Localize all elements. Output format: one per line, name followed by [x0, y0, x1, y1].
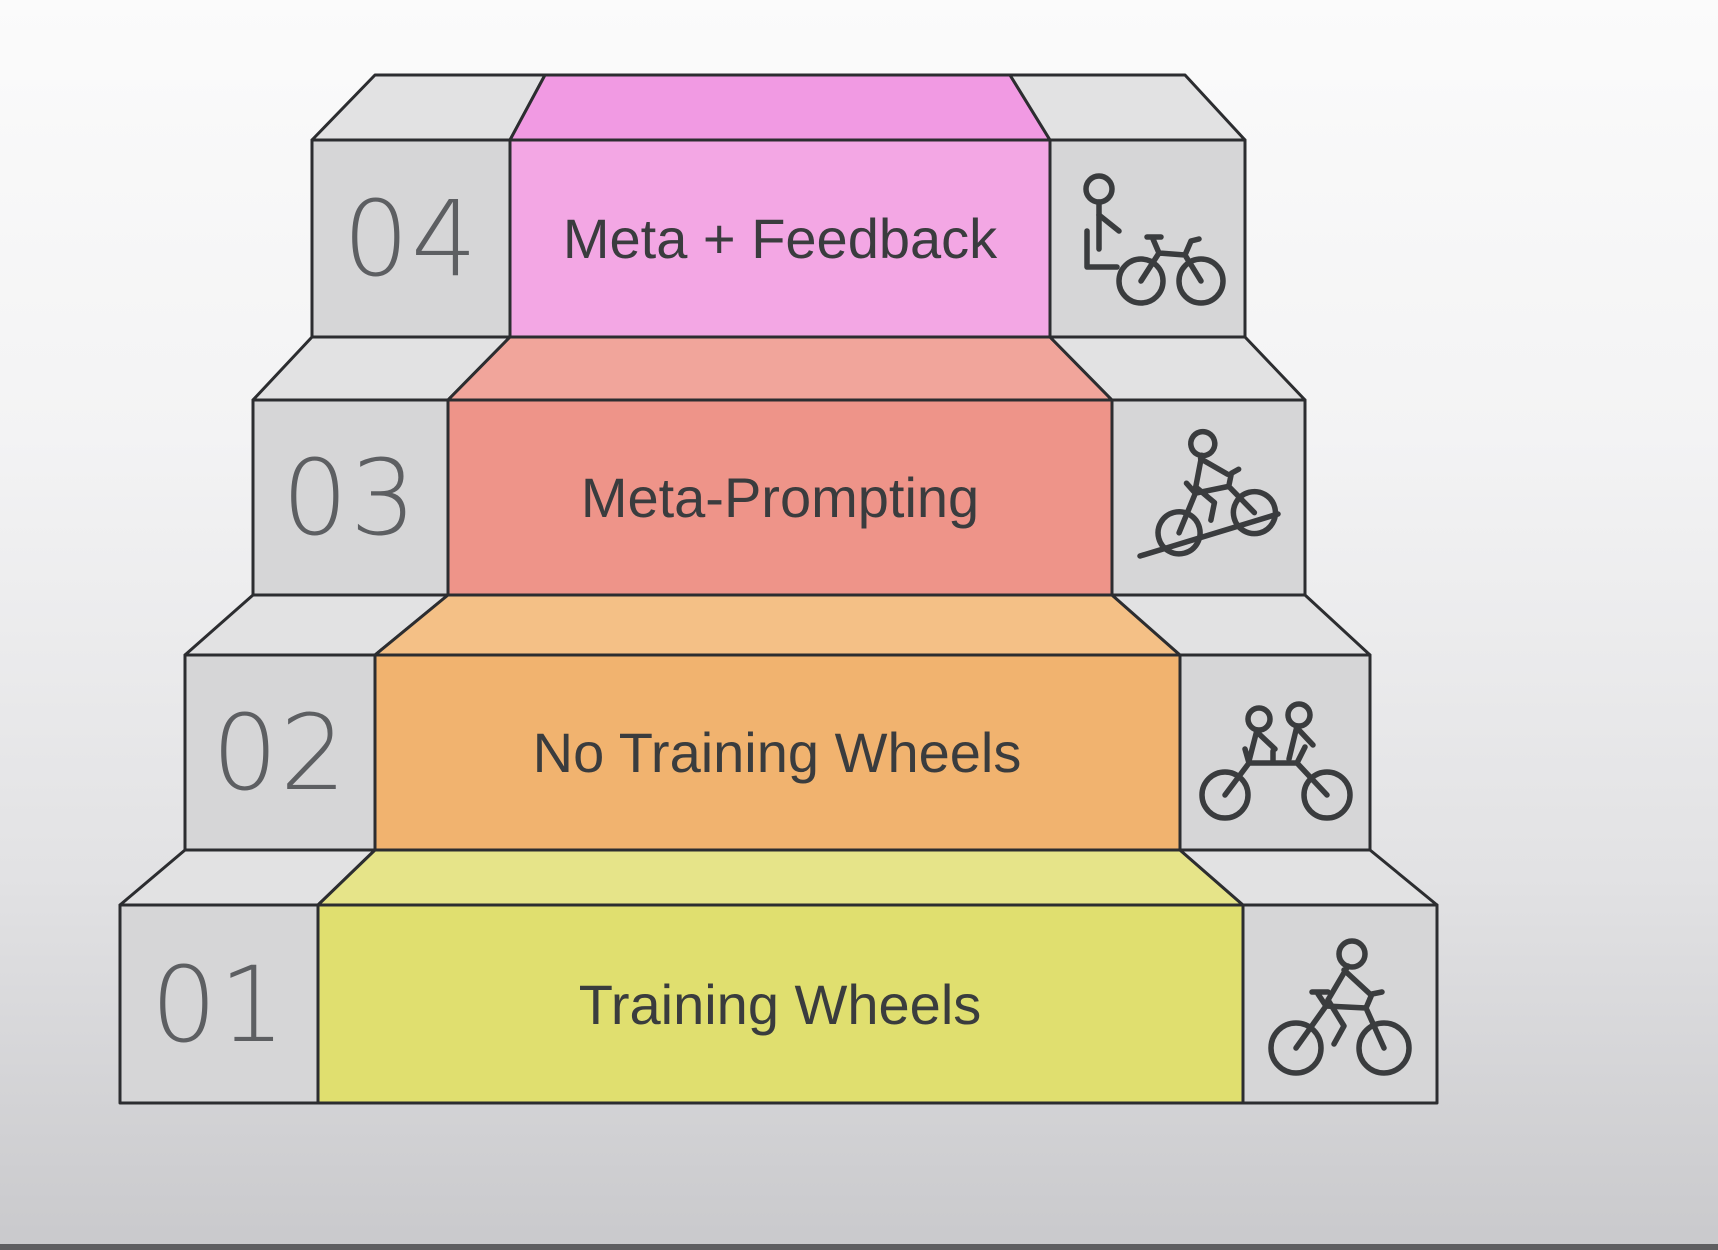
step-4-tread-center [508, 73, 1052, 142]
step-3: 03 Meta-Prompting [251, 335, 1307, 597]
step-3-label: Meta-Prompting [581, 466, 979, 529]
step-2-label: No Training Wheels [533, 721, 1022, 784]
step-2-number: 02 [212, 692, 348, 814]
step-4-tread-left-gray [310, 73, 547, 142]
step-2-tread-center [373, 593, 1182, 657]
bottom-edge-strip [0, 1244, 1718, 1250]
step-1-number: 01 [151, 944, 287, 1066]
step-4-number: 04 [343, 178, 479, 300]
step-1: 01 Training Wheels [118, 848, 1439, 1105]
cyclist-riding-icon [1268, 938, 1412, 1076]
step-3-number: 03 [282, 437, 418, 559]
step-2: 02 No Training Wheels [183, 593, 1372, 852]
step-3-tread-center [446, 335, 1114, 402]
step-4-label: Meta + Feedback [563, 207, 998, 270]
step-4: 04 Meta + Feedback [310, 73, 1247, 339]
step-1-label: Training Wheels [579, 973, 982, 1036]
step-1-tread-center [316, 848, 1245, 907]
tandem-bike-icon [1199, 701, 1353, 821]
uphill-cyclist-icon [1137, 428, 1281, 559]
person-with-bike-icon [1083, 173, 1226, 306]
step-4-tread-right-gray [1008, 73, 1247, 142]
